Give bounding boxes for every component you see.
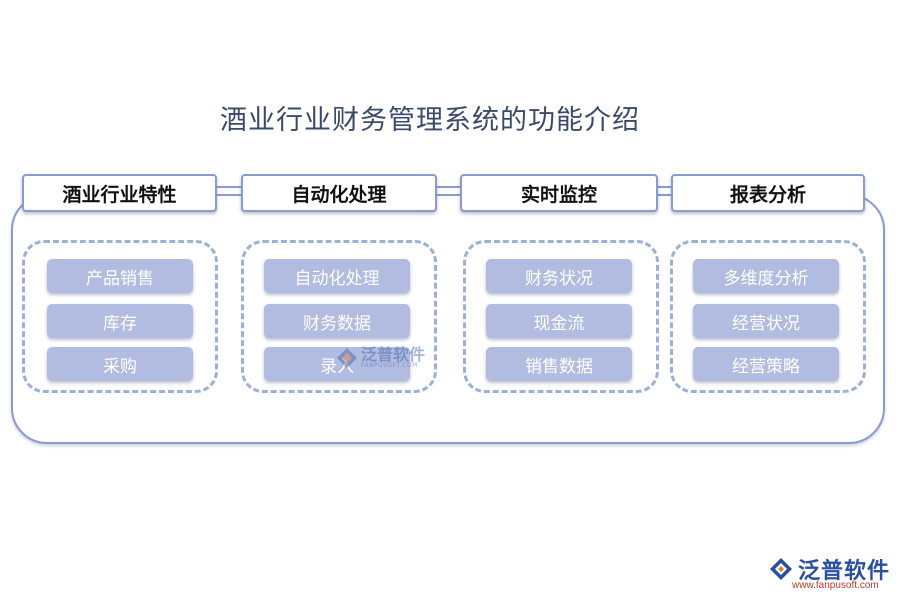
brand-url: www.fanpusoft.com <box>792 580 879 591</box>
item-inventory: 库存 <box>47 304 193 338</box>
connector <box>215 186 243 196</box>
brand-logo: 泛普软件 <box>768 553 890 585</box>
header-automation: 自动化处理 <box>241 174 437 212</box>
item-operating-strategy: 经营策略 <box>693 347 839 381</box>
header-report-analysis: 报表分析 <box>671 174 865 212</box>
connector <box>434 186 462 196</box>
page-title: 酒业行业财务管理系统的功能介绍 <box>220 105 640 136</box>
watermark-text: 泛普软件 <box>361 344 426 364</box>
watermark: 泛普软件 FANPUSOFT.COM <box>336 344 426 369</box>
fanpu-logo-icon <box>770 558 792 580</box>
item-procurement: 采购 <box>47 347 193 381</box>
connector <box>656 186 673 196</box>
item-automation: 自动化处理 <box>264 259 410 293</box>
item-multidimensional-analysis: 多维度分析 <box>693 259 839 293</box>
fanpu-logo-icon <box>337 348 357 368</box>
item-product-sales: 产品销售 <box>47 259 193 293</box>
item-operating-status: 经营状况 <box>693 304 839 338</box>
item-sales-data: 销售数据 <box>486 347 632 381</box>
item-financial-status: 财务状况 <box>486 259 632 293</box>
item-cash-flow: 现金流 <box>486 304 632 338</box>
item-financial-data: 财务数据 <box>264 304 410 338</box>
header-industry-features: 酒业行业特性 <box>22 174 217 212</box>
brand-name: 泛普软件 <box>798 559 891 584</box>
watermark-subtext: FANPUSOFT.COM <box>361 361 418 369</box>
item-entry: 录入 <box>264 347 410 381</box>
header-realtime-monitoring: 实时监控 <box>460 174 658 212</box>
